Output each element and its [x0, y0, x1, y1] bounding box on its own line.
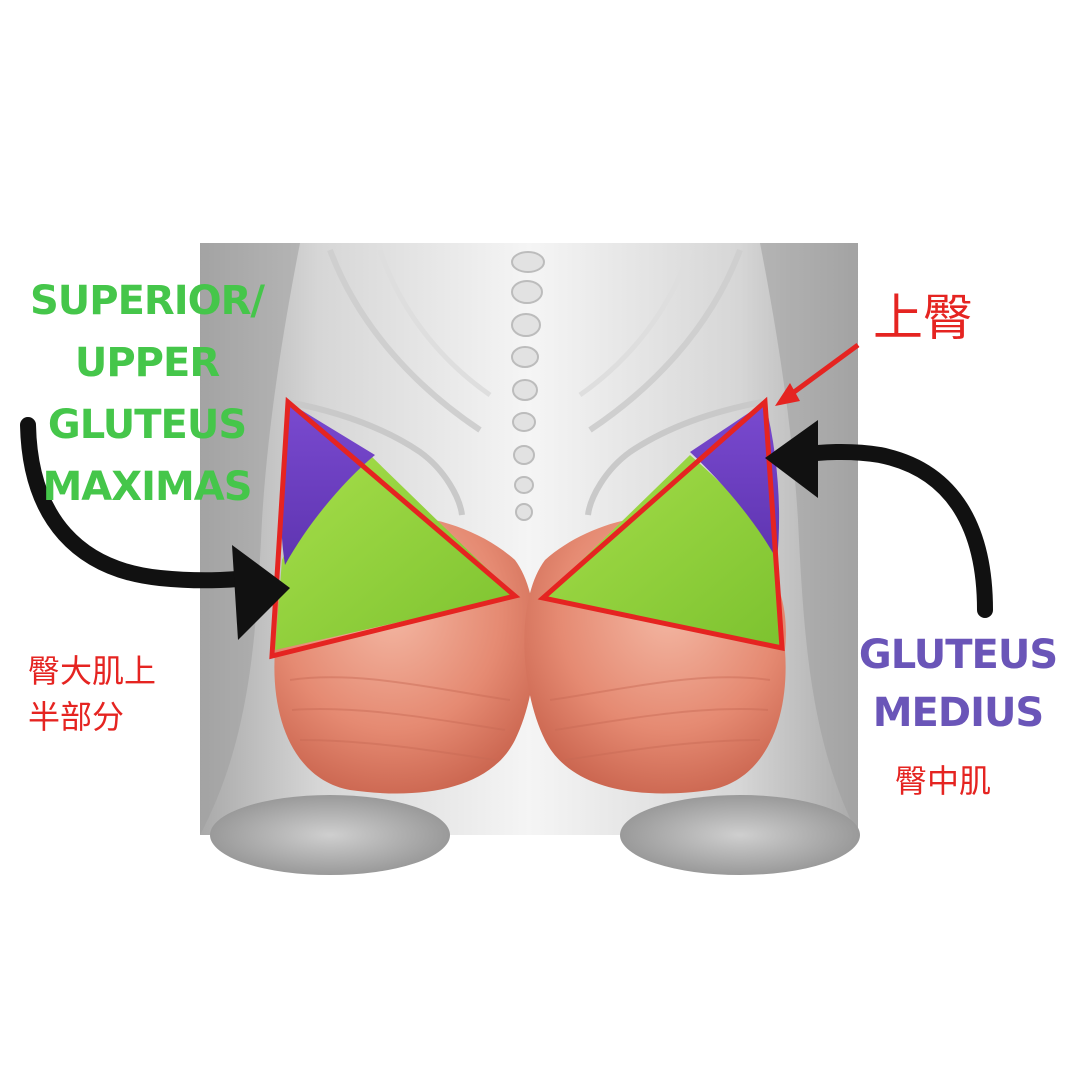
pointer-arrow-icon — [775, 342, 860, 406]
right-upper-gluteus-maximus — [543, 455, 782, 650]
left-upper-gluteus-maximus — [275, 455, 515, 650]
right-red-triangle-outline — [537, 396, 785, 652]
medius-label-line: GLUTEUS — [858, 632, 1058, 678]
left-red-triangle-outline — [269, 396, 521, 660]
superior-upper-gluteus-maximas-label: SUPERIOR/ UPPER GLUTEUS MAXIMAS — [22, 270, 272, 518]
superior-label-line: UPPER — [74, 340, 220, 386]
left-iliac-crest — [287, 399, 465, 516]
superior-label-line: GLUTEUS — [47, 402, 247, 448]
upper-buttock-chinese-label: 上臀 — [873, 289, 973, 347]
curved-arrow-icon — [765, 420, 993, 618]
superior-label-line: SUPERIOR/ — [29, 278, 265, 324]
right-iliac-crest — [585, 399, 763, 516]
upper-gluteus-maximus-chinese-label: 臀大肌上 半部分 — [28, 648, 156, 740]
medius-label-line: MEDIUS — [872, 690, 1045, 736]
muscle-striations — [289, 676, 771, 761]
gluteus-medius-chinese-label: 臀中肌 — [895, 762, 992, 800]
curved-arrow-icon — [20, 417, 290, 640]
zh-label-line: 半部分 — [28, 698, 125, 736]
left-gluteus-medius — [280, 402, 375, 565]
superior-label-line: MAXIMAS — [42, 464, 252, 510]
right-gluteus-medius — [690, 402, 780, 560]
zh-label-line: 臀大肌上 — [28, 652, 157, 690]
spine — [511, 251, 545, 521]
gluteus-medius-label: GLUTEUS MEDIUS — [858, 626, 1058, 742]
